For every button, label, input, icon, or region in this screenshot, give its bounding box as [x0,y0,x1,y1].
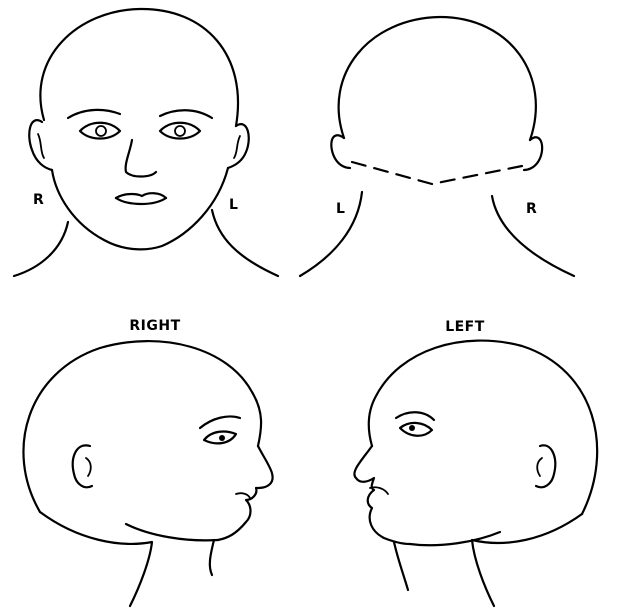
front-neck-left [212,210,278,276]
right-profile-eyebrow [200,416,240,428]
back-left-side-label: L [336,201,345,217]
right-profile-neck-front [210,540,214,575]
left-profile-view: LEFT [354,319,597,606]
front-view: R L [14,9,278,276]
front-right-iris [96,126,106,136]
left-profile-face [354,446,410,544]
right-profile-ear [73,445,92,487]
front-right-ear-inner [38,134,44,158]
front-head-outline [40,9,238,126]
right-profile-face [218,446,273,540]
back-right-ear [524,137,542,170]
front-neck-right [14,222,68,276]
right-profile-lips [236,493,250,498]
back-right-side-label: R [526,201,537,217]
left-profile-neck-front [394,542,408,590]
left-profile-ear [536,445,555,487]
left-profile-ear-inner [537,458,542,476]
front-mouth-lower [116,198,166,204]
right-profile-title: RIGHT [129,318,180,334]
front-left-ear-inner [234,136,240,158]
left-profile-eye [400,423,432,436]
front-left-ear [228,124,249,168]
right-profile-ear-inner [86,458,91,476]
back-view: L R [300,17,574,276]
left-profile-neck-back [472,514,582,606]
front-left-side-label: L [229,197,238,213]
left-profile-title: LEFT [445,319,485,335]
front-nose [126,140,156,177]
left-profile-skull [369,341,597,514]
right-profile-view: RIGHT [23,318,272,606]
back-hairline-dashed [352,162,522,184]
right-profile-neck-back [40,512,152,606]
right-profile-jaw [126,524,218,540]
left-profile-eyebrow [396,412,434,420]
back-neck-left [300,192,362,276]
left-profile-pupil [409,425,415,431]
back-head-outline [339,17,536,140]
front-mouth-upper [116,193,166,198]
right-profile-pupil [219,435,225,441]
front-left-eyebrow [160,110,212,118]
back-left-ear [331,135,350,168]
front-right-side-label: R [33,192,44,208]
right-profile-skull [23,341,261,512]
front-face-jaw [52,168,228,249]
front-right-eyebrow [68,110,120,118]
front-left-iris [175,126,185,136]
